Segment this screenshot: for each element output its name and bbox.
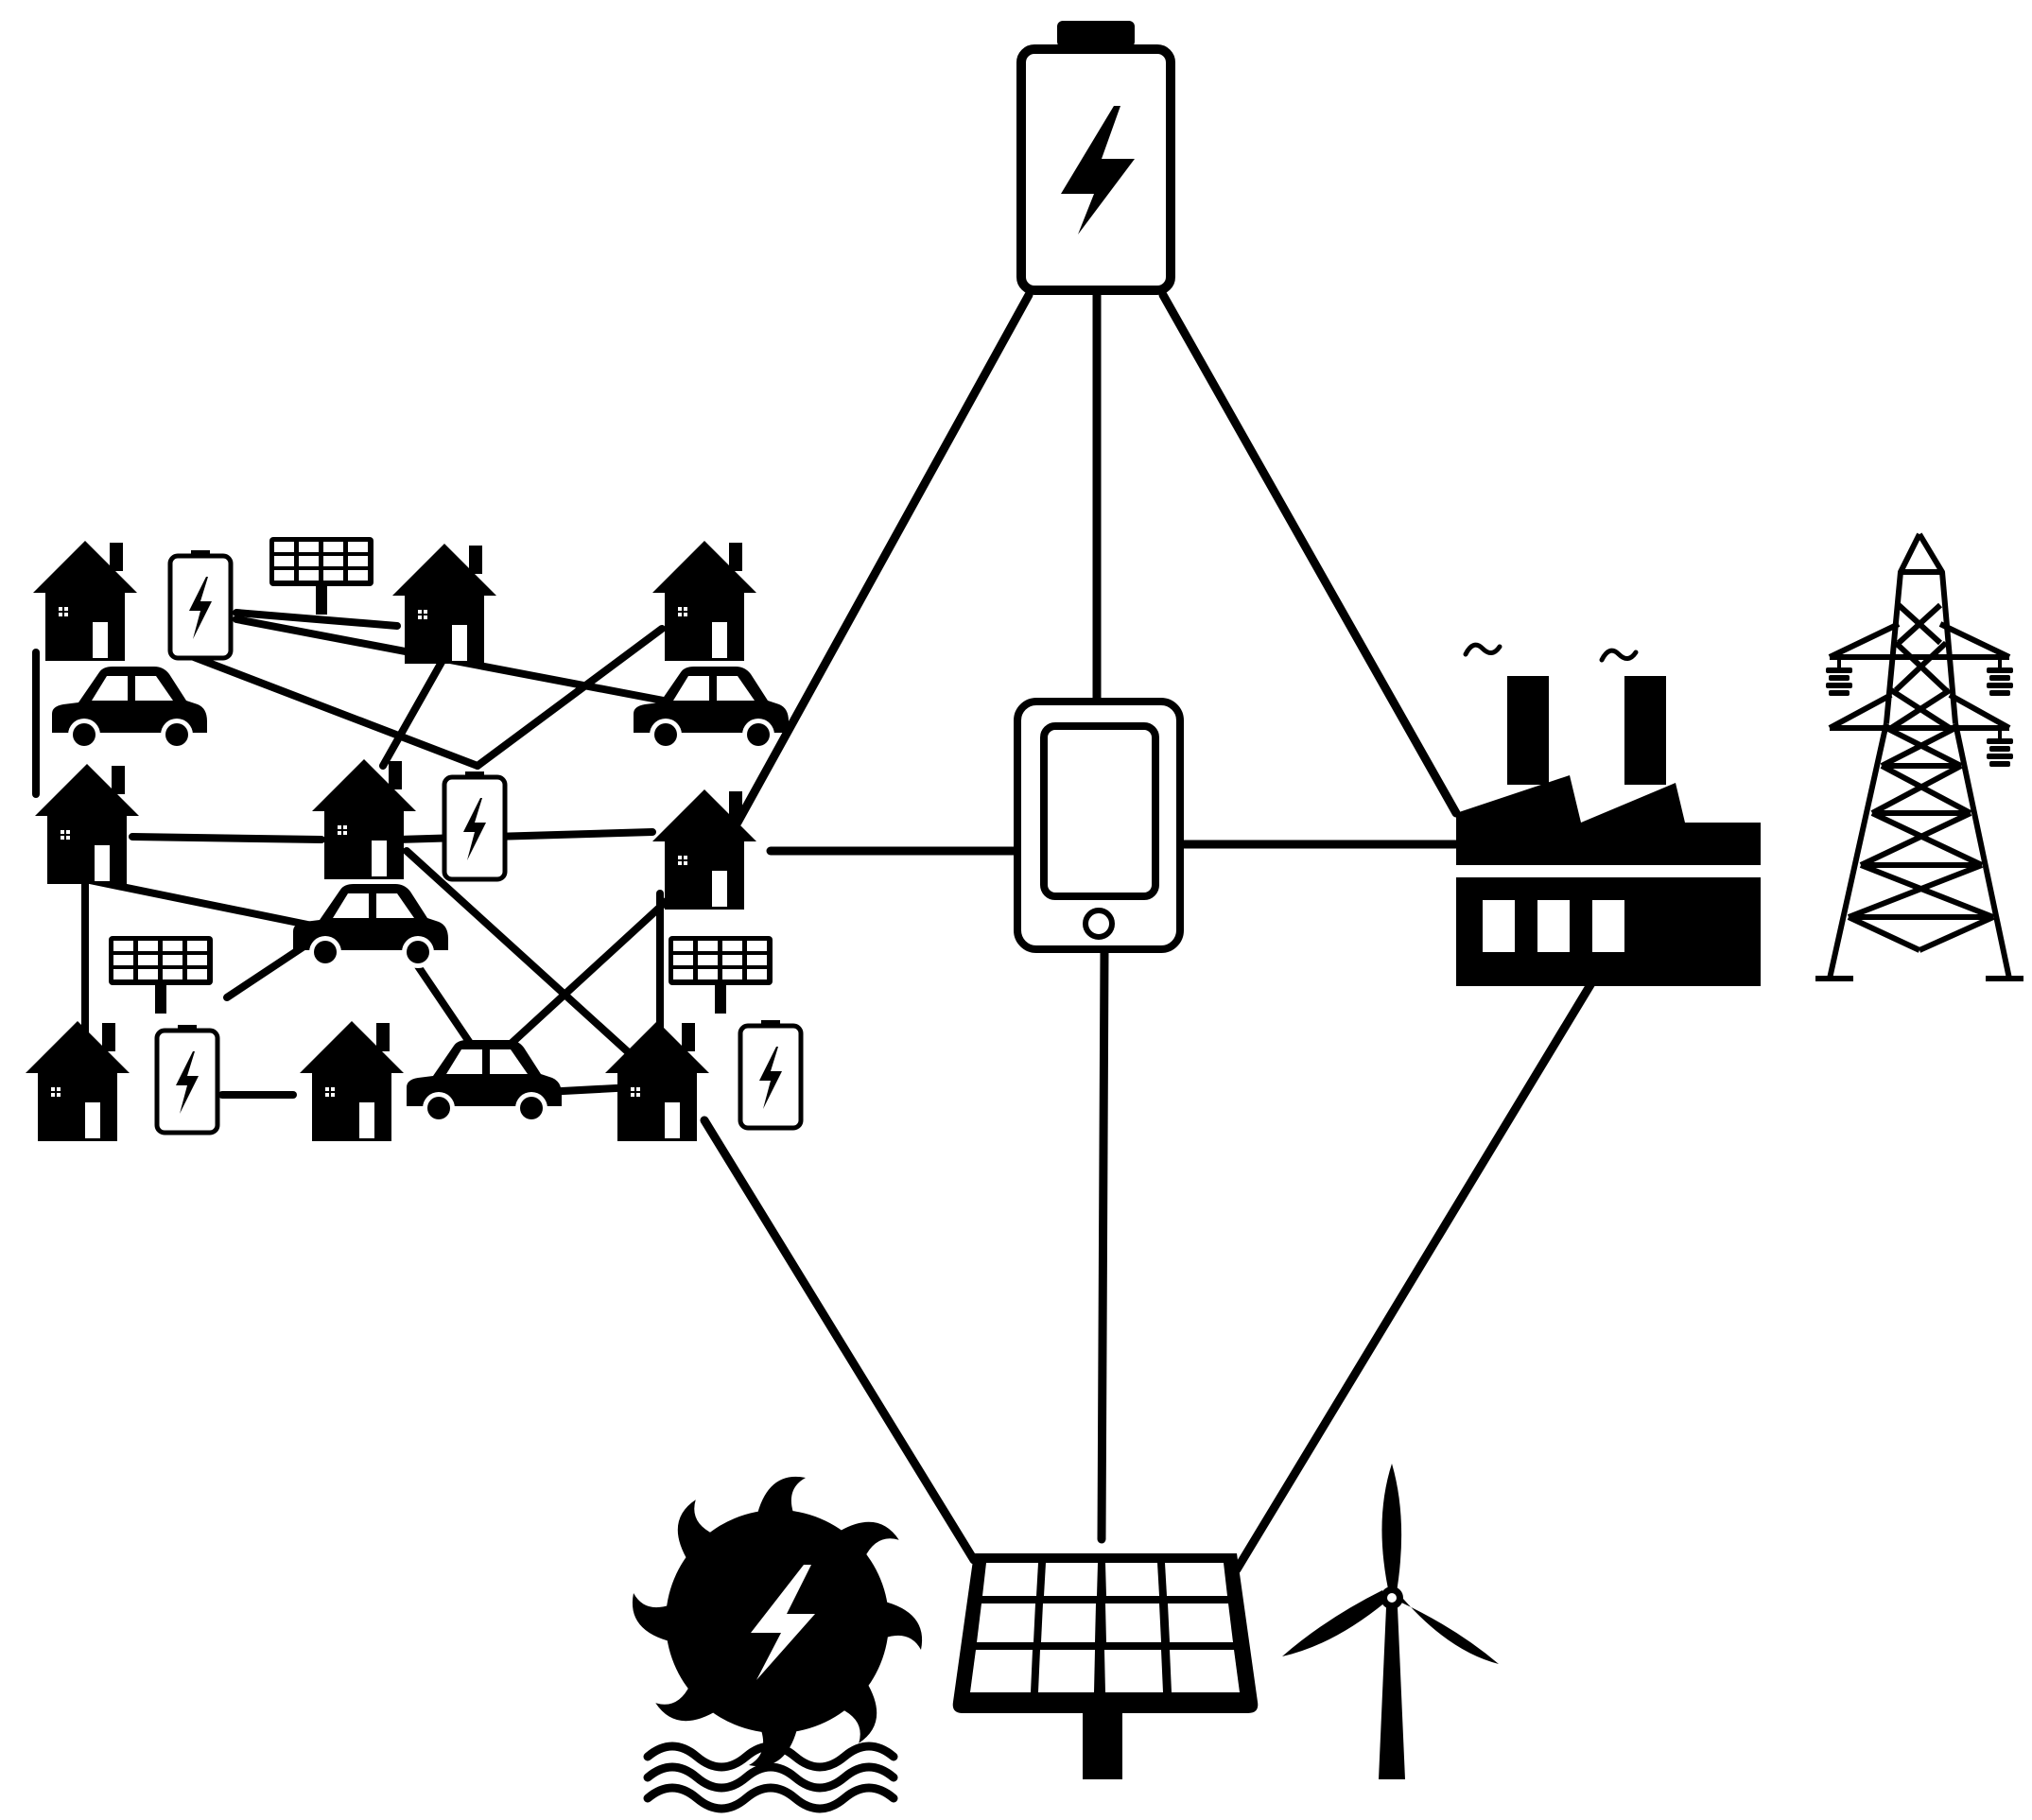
edge-controller-solar [1097, 945, 1109, 1544]
battery-icon [170, 550, 231, 658]
lightning-icon [751, 1565, 815, 1680]
house-icon [605, 1021, 709, 1141]
house-icon [35, 764, 139, 884]
solar-panel-icon [109, 936, 213, 1014]
solar-panel-icon [269, 537, 373, 615]
house-icon [652, 789, 756, 910]
house-icon [300, 1021, 404, 1141]
house-icon [26, 1021, 130, 1141]
solar-panel [952, 1553, 1259, 1779]
microgrid-connection-lines [32, 609, 737, 1099]
house-icon [33, 541, 137, 661]
house-icon [392, 544, 496, 664]
edge-battery-factory [1158, 290, 1461, 818]
battery-icon [740, 1020, 801, 1128]
main-connection-lines [700, 290, 1596, 1574]
car-icon [407, 1040, 562, 1124]
house-icon [652, 541, 756, 661]
hydro-wheel [632, 1476, 923, 1813]
car-icon [293, 884, 448, 968]
solar-panel-icon [952, 1553, 1259, 1779]
factory-icon [1456, 642, 1761, 986]
battery-icon [157, 1025, 217, 1133]
car-icon [52, 667, 207, 751]
wind-turbine [1282, 1464, 1499, 1779]
edge-microgrid-solar [700, 1116, 979, 1565]
insulator-icon [1987, 660, 2013, 696]
transmission-tower [1815, 532, 2023, 981]
central-battery [1016, 21, 1175, 295]
solar-panel-icon [669, 936, 773, 1014]
water-wheel-icon [632, 1476, 923, 1813]
smartphone-controller [1014, 698, 1184, 953]
factory [1456, 642, 1761, 986]
insulator-icon [1826, 660, 1852, 696]
battery-icon [444, 771, 505, 879]
edge-battery-microgrid [733, 290, 1033, 827]
edge-factory-solar [1232, 979, 1596, 1574]
house-icon [312, 759, 416, 879]
power-tower-icon [1815, 532, 2023, 981]
battery-icon [1016, 21, 1175, 295]
smartphone-icon [1014, 698, 1184, 953]
car-icon [634, 667, 789, 751]
insulator-icon [1987, 731, 2013, 767]
wind-turbine-icon [1282, 1464, 1499, 1779]
